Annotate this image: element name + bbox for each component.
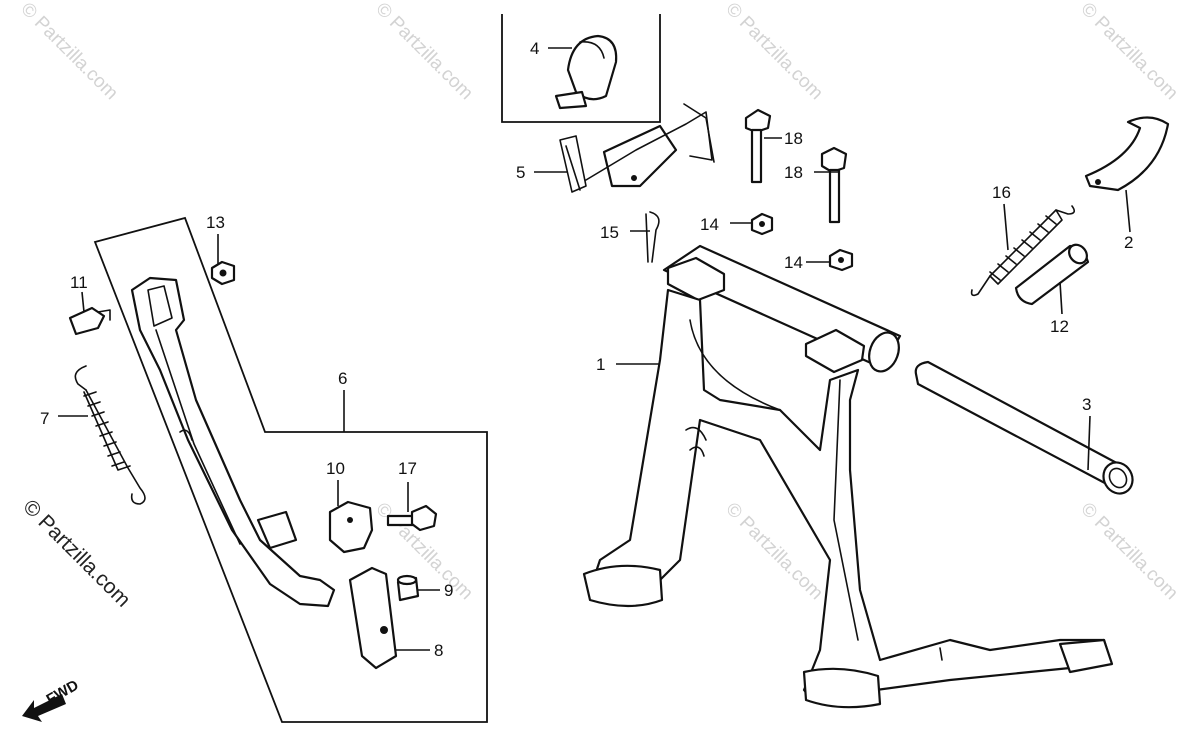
callout-8: 8 — [434, 641, 443, 660]
part-12-collar — [1014, 243, 1090, 306]
callout-5: 5 — [516, 163, 525, 182]
callout-14b: 14 — [784, 253, 803, 272]
part-10-bracket — [328, 500, 374, 554]
watermark-dark: © Partzilla.com — [18, 495, 134, 611]
callout-3: 3 — [1082, 395, 1091, 414]
watermark-2: © Partzilla.com — [371, 0, 476, 104]
watermark-1: © Partzilla.com — [16, 0, 121, 104]
callouts: 4 5 18 18 14 14 15 2 16 12 3 1 13 11 7 6… — [40, 39, 1133, 660]
callout-10: 10 — [326, 459, 345, 478]
callout-14a: 14 — [700, 215, 719, 234]
callout-11: 11 — [70, 273, 88, 292]
part-7-spring — [74, 365, 146, 505]
part-2-clip — [1084, 116, 1170, 192]
callout-4: 4 — [530, 39, 539, 58]
callout-17: 17 — [398, 459, 417, 478]
part-1-main-stand — [582, 244, 1114, 709]
part-11-switch — [68, 306, 111, 336]
callout-18b: 18 — [784, 163, 803, 182]
leader-lines — [58, 47, 1131, 651]
part-4-clamp — [554, 34, 618, 110]
fwd-arrow-icon: FWD — [22, 677, 82, 722]
part-9-collar — [396, 574, 420, 602]
part-18-bolt-a — [744, 108, 772, 184]
part-18-bolt-b — [820, 146, 848, 224]
callout-6: 6 — [338, 369, 347, 388]
callout-13: 13 — [206, 213, 225, 232]
part-15-cotter-pin — [645, 211, 660, 263]
callout-1: 1 — [596, 355, 605, 374]
group-box-4 — [501, 14, 661, 123]
callout-7: 7 — [40, 409, 49, 428]
part-5-bracket — [559, 103, 715, 193]
part-16-spring — [970, 205, 1076, 297]
callout-18a: 18 — [784, 129, 803, 148]
part-3-shaft — [914, 360, 1134, 495]
part-14-nut-b — [828, 248, 854, 272]
part-13-nut — [210, 260, 236, 286]
watermark-4: © Partzilla.com — [1076, 0, 1181, 104]
part-14-nut-a — [750, 212, 774, 236]
callout-2: 2 — [1124, 233, 1133, 252]
part-6-side-stand — [130, 276, 336, 608]
group-box-6 — [93, 216, 488, 723]
part-17-bolt — [386, 504, 438, 532]
watermark-3: © Partzilla.com — [721, 0, 826, 104]
callout-9: 9 — [444, 581, 453, 600]
callout-15: 15 — [600, 223, 619, 242]
callout-12: 12 — [1050, 317, 1069, 336]
watermark-7: © Partzilla.com — [1076, 499, 1181, 604]
callout-16: 16 — [992, 183, 1011, 202]
part-8-rubber — [348, 566, 398, 670]
